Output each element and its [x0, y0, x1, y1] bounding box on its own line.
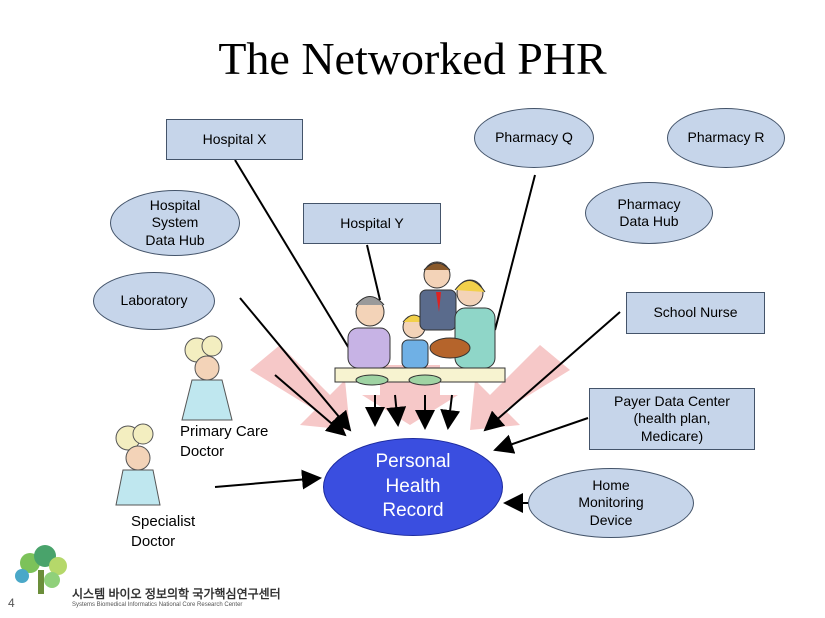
node-laboratory-label: Laboratory: [120, 292, 188, 309]
logo-tree-icon: [15, 545, 67, 594]
home-monitor-line1: Home: [592, 476, 630, 493]
node-pharmacy-r-label: Pharmacy R: [687, 129, 765, 146]
pharmacy-hub-line1: Pharmacy: [617, 195, 681, 212]
node-hospital-y-label: Hospital Y: [340, 214, 404, 231]
line-hospital-y: [366, 244, 381, 301]
slide-title: The Networked PHR: [218, 33, 607, 84]
node-pharmacy-r: Pharmacy R: [667, 108, 785, 168]
big-arrow-right: [470, 345, 570, 430]
node-school-nurse: School Nurse: [626, 292, 765, 334]
node-hospital-x: Hospital X: [166, 119, 303, 160]
hospital-hub-line3: Data Hub: [145, 231, 205, 248]
node-pharmacy-q-label: Pharmacy Q: [495, 129, 573, 146]
line-laboratory: [239, 297, 352, 432]
hospital-hub-line2: System: [151, 214, 199, 231]
home-monitor-line3: Device: [589, 511, 633, 528]
phr-line3: Record: [382, 500, 444, 522]
node-home-monitoring: Home Monitoring Device: [528, 468, 694, 538]
slide-number: 4: [8, 596, 15, 610]
line-family-4: [440, 394, 461, 430]
specialist-doctor-label: Specialist Doctor: [131, 512, 195, 553]
line-payer: [493, 417, 589, 454]
big-arrow-left: [250, 345, 350, 430]
node-hospital-x-label: Hospital X: [202, 130, 267, 147]
line-pharmacy-q: [494, 174, 536, 331]
logo-korean-text: 시스템 바이오 정보의학 국가핵심연구센터: [72, 587, 281, 601]
home-monitor-line2: Monitoring: [578, 494, 644, 511]
payer-line1: Payer Data Center: [614, 392, 730, 409]
primary-care-line1: Primary Care: [180, 423, 269, 440]
node-hospital-y: Hospital Y: [303, 203, 441, 244]
hospital-hub-line1: Hospital: [149, 196, 201, 213]
primary-care-doctor-label: Primary Care Doctor: [180, 422, 268, 463]
specialist-line2: Doctor: [131, 533, 176, 551]
line-hospital-x: [234, 159, 351, 351]
primary-care-doctor-clipart: [181, 335, 233, 421]
payer-line3: Medicare): [640, 427, 704, 444]
node-hospital-hub: Hospital System Data Hub: [110, 190, 240, 256]
node-personal-health-record: Personal Health Record: [323, 438, 503, 536]
logo-english-text: Systems Biomedical Informatics National …: [72, 602, 243, 608]
node-school-nurse-label: School Nurse: [653, 304, 738, 321]
pharmacy-hub-line2: Data Hub: [619, 213, 679, 229]
line-school-nurse: [483, 311, 621, 432]
payer-line2: (health plan,: [633, 410, 711, 427]
node-laboratory: Laboratory: [93, 272, 215, 330]
family-clipart: [334, 261, 506, 386]
node-pharmacy-hub: Pharmacy Data Hub: [585, 182, 713, 244]
phr-line1: Personal: [375, 450, 451, 472]
specialist-doctor-clipart: [115, 423, 161, 506]
specialist-line1: Specialist: [131, 513, 196, 530]
phr-line2: Health: [385, 475, 441, 497]
line-family-2: [386, 394, 407, 427]
node-payer-data-center: Payer Data Center (health plan, Medicare…: [589, 388, 755, 450]
line-specialist: [214, 469, 322, 490]
primary-care-line2: Doctor: [180, 443, 225, 461]
node-pharmacy-q: Pharmacy Q: [474, 108, 594, 168]
line-primary-care: [274, 374, 347, 437]
